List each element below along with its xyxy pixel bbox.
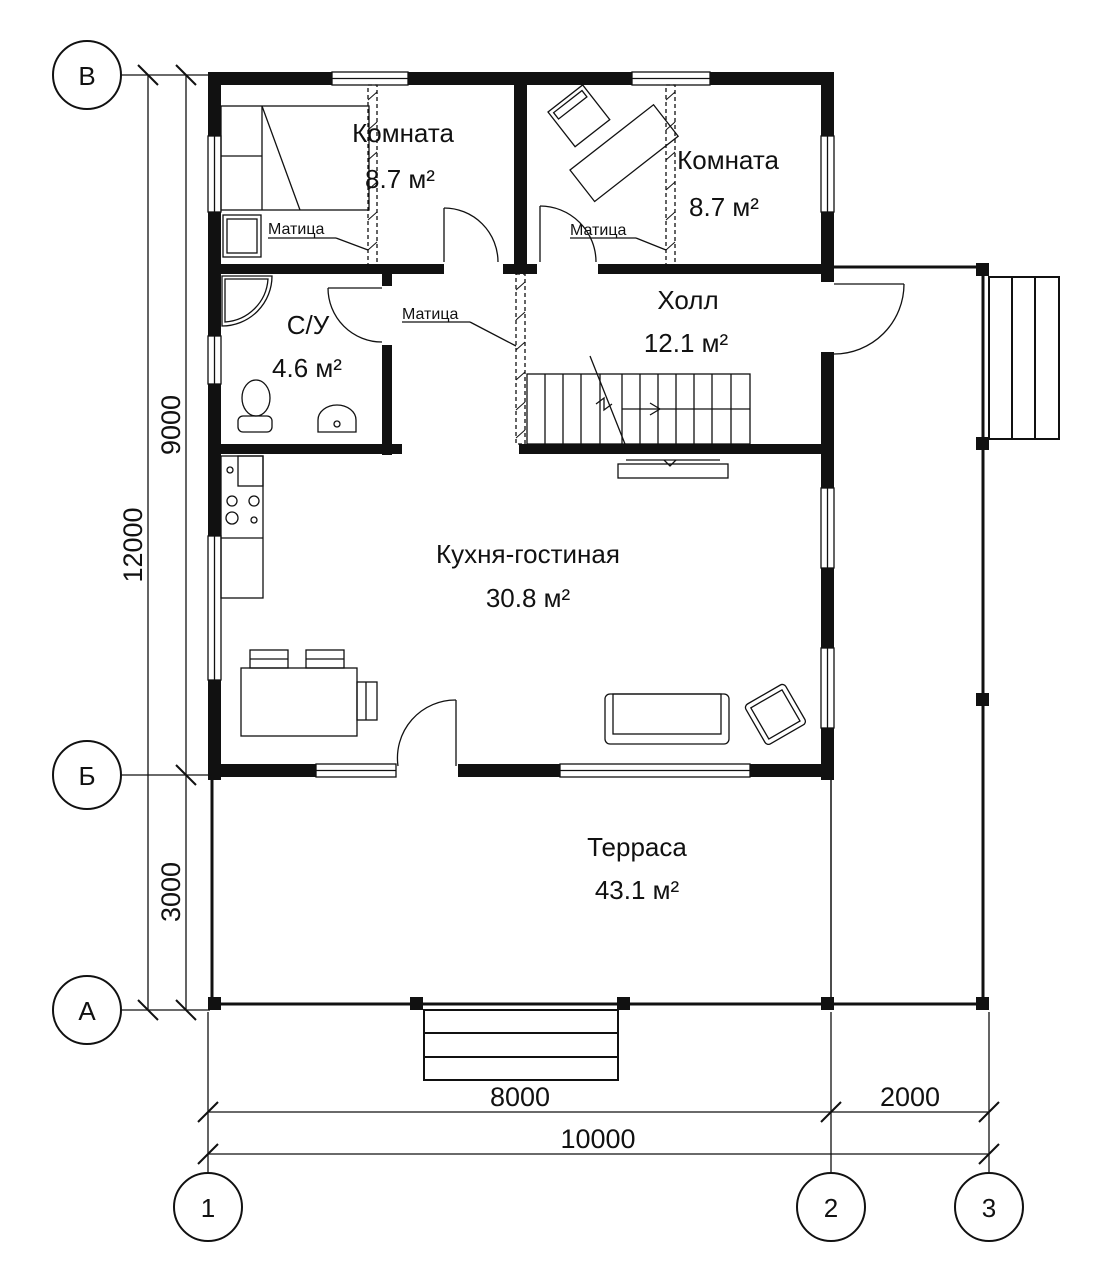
- kitchen-name: Кухня-гостиная: [436, 539, 620, 569]
- bed: [220, 105, 370, 211]
- staircase: [526, 355, 751, 445]
- bath-area: 4.6 м²: [272, 353, 342, 383]
- office-chair: [547, 83, 611, 148]
- terrace-outline: [208, 263, 989, 1010]
- hall-area: 12.1 м²: [644, 328, 729, 358]
- beam-label-2: Матица: [570, 222, 626, 239]
- toilet: [237, 379, 273, 433]
- dimension-bottom-right: 2000: [880, 1082, 940, 1112]
- desk: [569, 103, 680, 203]
- beam-label-3: Матица: [402, 306, 458, 323]
- dimension-left-upper: 9000: [156, 395, 186, 455]
- interior-walls: [208, 72, 834, 455]
- dimension-left-total: 12000: [118, 507, 148, 582]
- axis-markers: В Б А 1 2 3: [52, 40, 1024, 1242]
- kitchen-area: 30.8 м²: [486, 583, 571, 613]
- shower-tray: [221, 275, 273, 327]
- beams: [268, 84, 676, 445]
- axis-label-b: Б: [78, 761, 95, 791]
- exterior-walls: [208, 72, 834, 780]
- front-steps: [423, 1009, 619, 1081]
- armchair: [744, 683, 807, 746]
- dining-table: [240, 649, 378, 737]
- windows: [207, 71, 835, 778]
- terrace-name: Терраса: [587, 832, 687, 862]
- dimension-left-lower: 3000: [156, 862, 186, 922]
- hall-name: Холл: [657, 285, 718, 315]
- dimension-bottom-left: 8000: [490, 1082, 550, 1112]
- beam-label-1: Матица: [268, 221, 324, 238]
- sofa: [604, 693, 730, 745]
- room1-area: 8.7 м²: [365, 164, 435, 194]
- axis-label-1: 1: [201, 1193, 215, 1223]
- dimension-bottom-total: 10000: [560, 1124, 635, 1154]
- room2-area: 8.7 м²: [689, 192, 759, 222]
- axis-label-3: 3: [982, 1193, 996, 1223]
- kitchen-counter: [220, 455, 264, 599]
- terrace-area: 43.1 м²: [595, 875, 680, 905]
- tv-unit: [617, 459, 729, 479]
- bath-name: С/У: [287, 310, 330, 340]
- room1-name: Комната: [352, 118, 454, 148]
- axis-label-2: 2: [824, 1193, 838, 1223]
- sink: [317, 404, 357, 433]
- axis-label-a: А: [78, 996, 96, 1026]
- extension-lines: [121, 64, 1000, 1173]
- side-steps: [988, 276, 1060, 440]
- room2-name: Комната: [677, 145, 779, 175]
- doors: [327, 205, 905, 767]
- nightstand: [222, 214, 262, 258]
- axis-label-v: В: [78, 61, 95, 91]
